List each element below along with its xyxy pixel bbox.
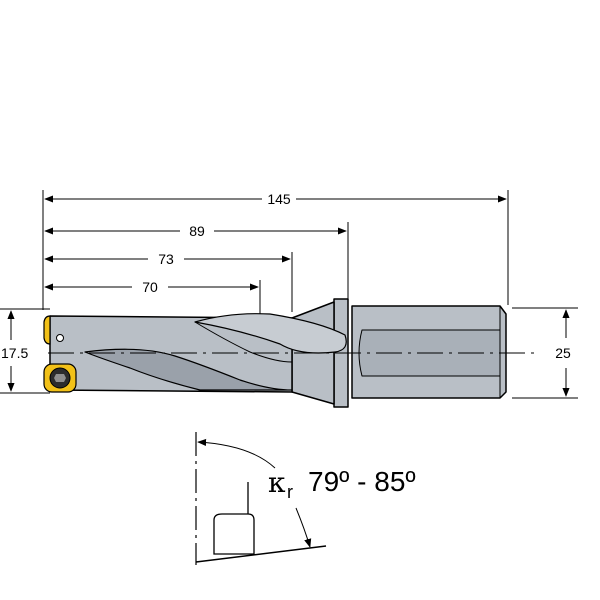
angle-symbol: κ (268, 466, 286, 499)
detail-workpiece-base (195, 545, 327, 563)
dimension-17-5: 17.5 (1, 310, 28, 392)
entering-angle-detail (195, 432, 327, 565)
drill-flute-lower (84, 348, 293, 391)
drill-flute-upper (194, 313, 347, 354)
dim-73-label: 73 (158, 251, 174, 267)
dimension-25: 25 (555, 309, 571, 397)
dimension-73: 73 (44, 251, 291, 267)
dim-145-label: 145 (267, 191, 291, 207)
dimension-89: 89 (44, 223, 347, 239)
insert-top (43, 315, 64, 345)
dim-89-label: 89 (189, 223, 205, 239)
dim-25-label: 25 (555, 345, 571, 361)
detail-insert (213, 513, 255, 555)
dim-70-label: 70 (142, 279, 158, 295)
angle-subscript: r (287, 482, 293, 502)
detail-angle-arc (197, 438, 276, 469)
dim-17-5-label: 17.5 (1, 345, 28, 361)
dimension-145: 145 (44, 191, 507, 207)
angle-callout: κ r 79º - 85º (268, 466, 416, 502)
detail-angle-arc-lower (295, 507, 312, 548)
extension-lines (0, 190, 578, 399)
dimension-70: 70 (44, 279, 259, 295)
insert-bottom (43, 363, 77, 393)
angle-value: 79º - 85º (308, 466, 416, 497)
drill-flute-edge (194, 321, 293, 363)
